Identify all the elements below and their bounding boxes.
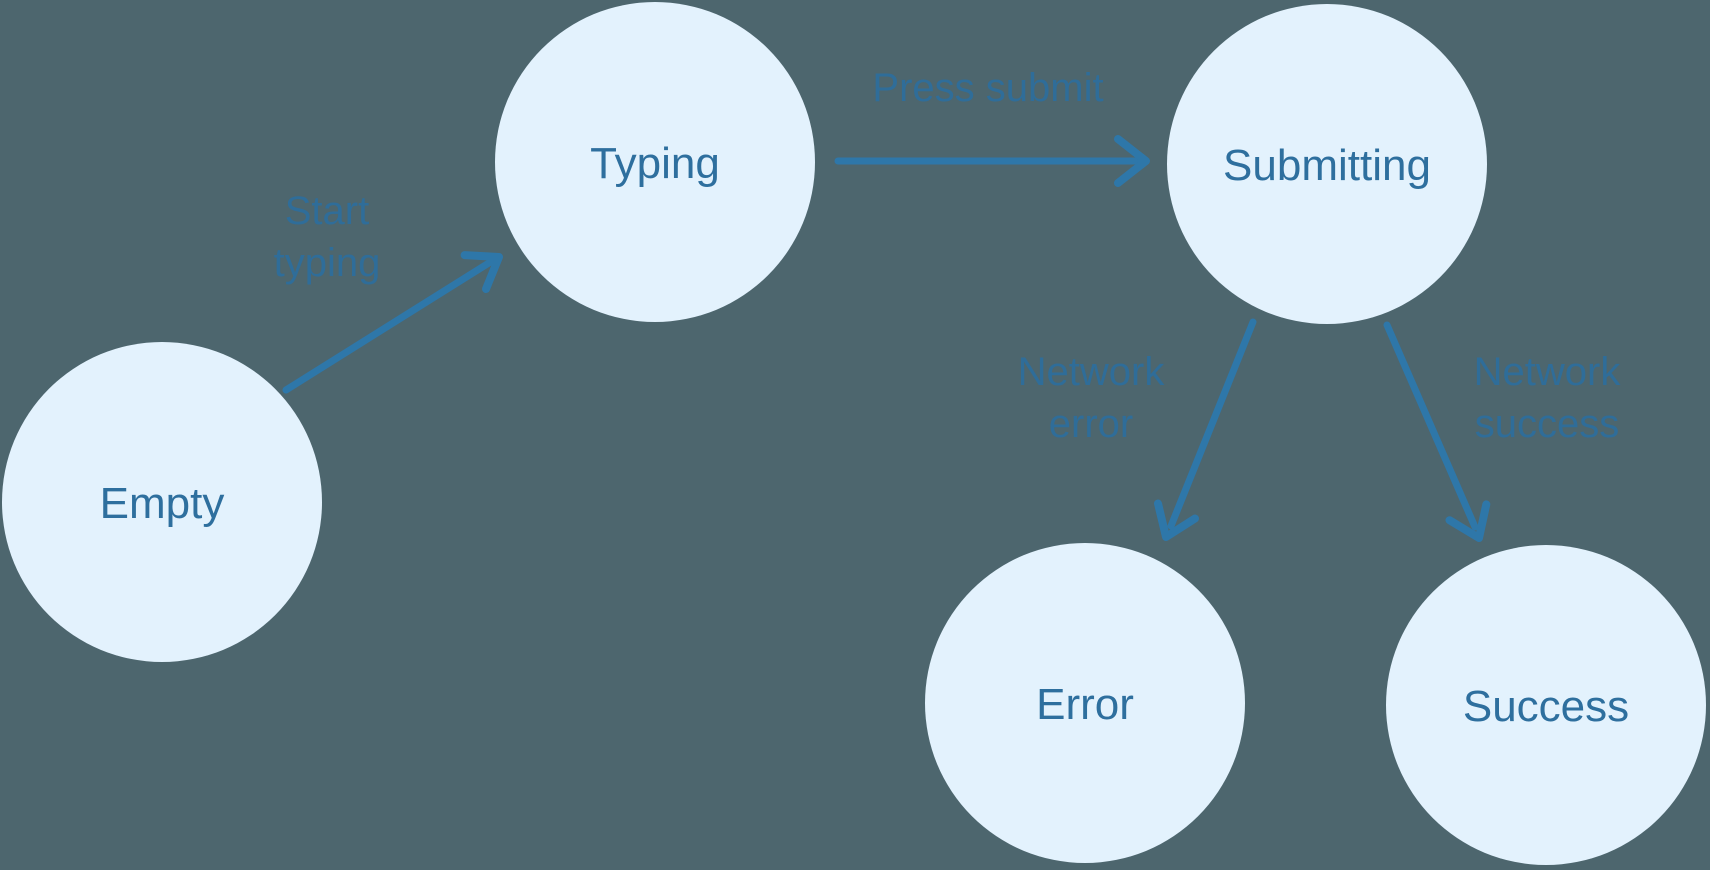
state-node-typing: Typing <box>495 2 815 322</box>
state-node-submitting: Submitting <box>1167 4 1487 324</box>
transition-label-network-error-line2: error <box>1049 402 1133 446</box>
transition-line-empty-typing <box>282 257 496 394</box>
transition-label-start-typing-line1: Start <box>285 189 369 233</box>
transition-arrowhead-typing-submitting <box>1114 135 1150 187</box>
state-circle-empty <box>2 342 322 662</box>
transition-label-press-submit: Press submit <box>872 66 1103 110</box>
state-node-empty: Empty <box>2 342 322 662</box>
state-label-submitting: Submitting <box>1223 141 1431 190</box>
state-circle-success <box>1386 545 1706 865</box>
state-label-typing: Typing <box>590 139 720 188</box>
transition-submitting-error: Network error <box>1018 318 1257 541</box>
state-label-empty: Empty <box>100 479 225 528</box>
state-circle-error <box>925 543 1245 863</box>
state-node-success: Success <box>1386 545 1706 865</box>
transition-submitting-success: Network success <box>1383 321 1622 542</box>
transition-line-submitting-success <box>1383 321 1479 531</box>
transition-label-start-typing-line2: typing <box>274 241 381 285</box>
transition-typing-submitting: Press submit <box>834 66 1150 187</box>
transition-empty-typing: Start typing <box>274 189 503 394</box>
transition-label-network-success-line1: Network <box>1474 350 1622 394</box>
state-node-error: Error <box>925 543 1245 863</box>
state-label-error: Error <box>1036 680 1134 729</box>
transition-arrowhead-empty-typing <box>460 251 503 293</box>
transition-label-network-success-line2: success <box>1475 402 1620 446</box>
state-circle-typing <box>495 2 815 322</box>
state-label-success: Success <box>1463 682 1629 731</box>
transition-line-submitting-error <box>1167 318 1257 530</box>
transition-arrowhead-submitting-success <box>1445 500 1491 542</box>
state-circle-submitting <box>1167 4 1487 324</box>
transition-label-network-error-line1: Network <box>1018 350 1166 394</box>
transition-arrowhead-submitting-error <box>1154 499 1199 541</box>
